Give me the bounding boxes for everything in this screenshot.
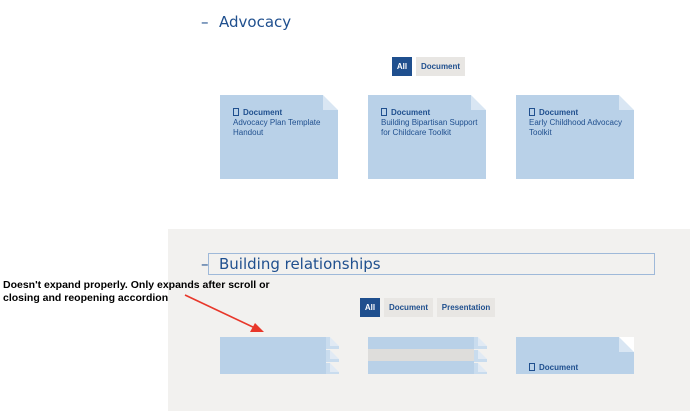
filter-all-button[interactable]: All (360, 298, 380, 317)
building-relationships-section (168, 229, 690, 411)
document-icon (233, 108, 239, 116)
minus-icon[interactable]: – (201, 255, 209, 273)
resource-card[interactable]: Document Advocacy Plan Template Handout (220, 95, 338, 179)
page-fold-icon (323, 95, 338, 110)
building-accordion-header[interactable]: –Building relationships (201, 255, 381, 273)
card-title[interactable]: Early Childhood Advocacy Toolkit (529, 118, 622, 137)
filter-all-button[interactable]: All (392, 57, 412, 76)
resource-card[interactable]: Document (516, 337, 634, 374)
resource-card[interactable]: Document Building Bipartisan Support for… (368, 95, 486, 179)
document-icon (529, 108, 535, 116)
building-title: Building relationships (219, 255, 381, 273)
page-fold-icon (619, 337, 634, 352)
card-type-label: Document (391, 108, 431, 117)
page-fold-icon (471, 95, 486, 110)
filter-document-button[interactable]: Document (416, 57, 465, 76)
resource-card-collapsed[interactable] (220, 337, 326, 374)
advocacy-section: –Advocacy All Document Document Advocacy… (201, 13, 634, 179)
card-stack-edge (474, 337, 487, 349)
filter-presentation-button[interactable]: Presentation (437, 298, 495, 317)
bug-annotation-text: Doesn't expand properly. Only expands af… (3, 279, 270, 304)
card-stack-edge (326, 350, 339, 362)
resource-card[interactable]: Document Early Childhood Advocacy Toolki… (516, 95, 634, 179)
loading-placeholder (368, 349, 474, 361)
accordion-focus-outline (208, 253, 655, 275)
page-fold-icon (619, 95, 634, 110)
advocacy-accordion-header[interactable]: –Advocacy (201, 13, 291, 31)
card-type-label: Document (539, 108, 579, 117)
filter-document-button[interactable]: Document (384, 298, 433, 317)
document-icon (529, 363, 535, 371)
card-type-label: Document (539, 363, 579, 372)
document-icon (381, 108, 387, 116)
card-stack-edge (326, 363, 339, 374)
minus-icon[interactable]: – (201, 13, 209, 31)
card-stack-edge (326, 337, 339, 349)
card-type-label: Document (243, 108, 283, 117)
card-stack-edge (474, 350, 487, 362)
card-stack-edge (474, 363, 487, 374)
card-title[interactable]: Building Bipartisan Support for Childcar… (381, 118, 478, 137)
card-title[interactable]: Advocacy Plan Template Handout (233, 118, 321, 137)
advocacy-title: Advocacy (219, 13, 292, 31)
